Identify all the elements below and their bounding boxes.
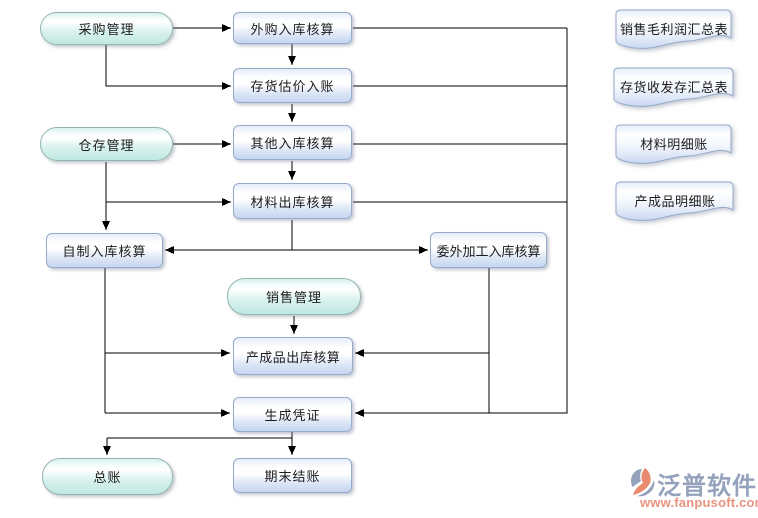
fanpu-logo-icon (631, 468, 655, 497)
flow-process-inventory-estimate: 存货估价入账 (233, 68, 352, 103)
flow-process-outsourced-inbound: 委外加工入库核算 (430, 232, 547, 268)
flow-process-other-inbound: 其他入库核算 (233, 125, 352, 160)
flow-start-warehouse-label: 仓存管理 (78, 137, 135, 153)
brand-url: www.fanpusoft.com (640, 495, 758, 510)
flow-process-inventory-estimate-label: 存货估价入账 (250, 79, 335, 94)
document-shape-icon (615, 9, 732, 49)
flow-process-self-made-inbound-label: 自制入库核算 (62, 244, 147, 259)
flow-process-generate-voucher: 生成凭证 (233, 397, 352, 432)
document-shape-icon (615, 181, 734, 221)
flow-end-general-ledger: 总账 (42, 458, 173, 495)
flow-process-material-outbound: 材料出库核算 (233, 183, 352, 219)
flow-document-material-detail-ledger: 材料明细账 (615, 124, 732, 168)
flow-document-material-detail-ledger-label: 材料明细账 (640, 136, 708, 152)
flow-document-sales-gross-profit-summary-label: 销售毛利润汇总表 (619, 21, 728, 37)
flow-process-self-made-inbound: 自制入库核算 (46, 233, 163, 268)
flow-start-warehouse: 仓存管理 (40, 127, 173, 161)
flow-document-inventory-in-out-summary: 存货收发存汇总表 (613, 67, 734, 111)
flow-process-finished-goods-outbound: 产成品出库核算 (233, 337, 353, 375)
flow-start-procurement: 采购管理 (40, 12, 173, 45)
document-shape-icon (613, 67, 734, 107)
fanpu-logo: 泛普软件 www.fanpusoft.com (630, 466, 758, 514)
flow-start-sales: 销售管理 (227, 278, 361, 315)
flow-process-finished-goods-outbound-label: 产成品出库核算 (245, 349, 341, 365)
brand-name: 泛普软件 (657, 473, 757, 500)
flow-process-outsourced-inbound-label: 委外加工入库核算 (436, 243, 541, 259)
flow-process-period-end-closing: 期末结账 (233, 458, 352, 493)
flow-start-sales-label: 销售管理 (265, 290, 322, 305)
flow-process-material-outbound-label: 材料出库核算 (250, 194, 335, 210)
flow-process-generate-voucher-label: 生成凭证 (264, 408, 321, 423)
flow-start-procurement-label: 采购管理 (78, 22, 135, 37)
flow-document-finished-goods-detail-ledger-label: 产成品明细账 (634, 193, 716, 209)
flow-process-period-end-closing-label: 期末结账 (264, 469, 321, 484)
flow-document-inventory-in-out-summary-label: 存货收发存汇总表 (619, 79, 728, 95)
flow-end-general-ledger-label: 总账 (93, 470, 122, 485)
flow-document-finished-goods-detail-ledger: 产成品明细账 (615, 181, 734, 225)
flow-document-sales-gross-profit-summary: 销售毛利润汇总表 (615, 9, 732, 53)
flow-process-purchased-inbound-label: 外购入库核算 (250, 21, 335, 37)
flow-process-other-inbound-label: 其他入库核算 (250, 136, 335, 151)
flow-process-purchased-inbound: 外购入库核算 (233, 12, 352, 44)
document-shape-icon (615, 124, 732, 164)
